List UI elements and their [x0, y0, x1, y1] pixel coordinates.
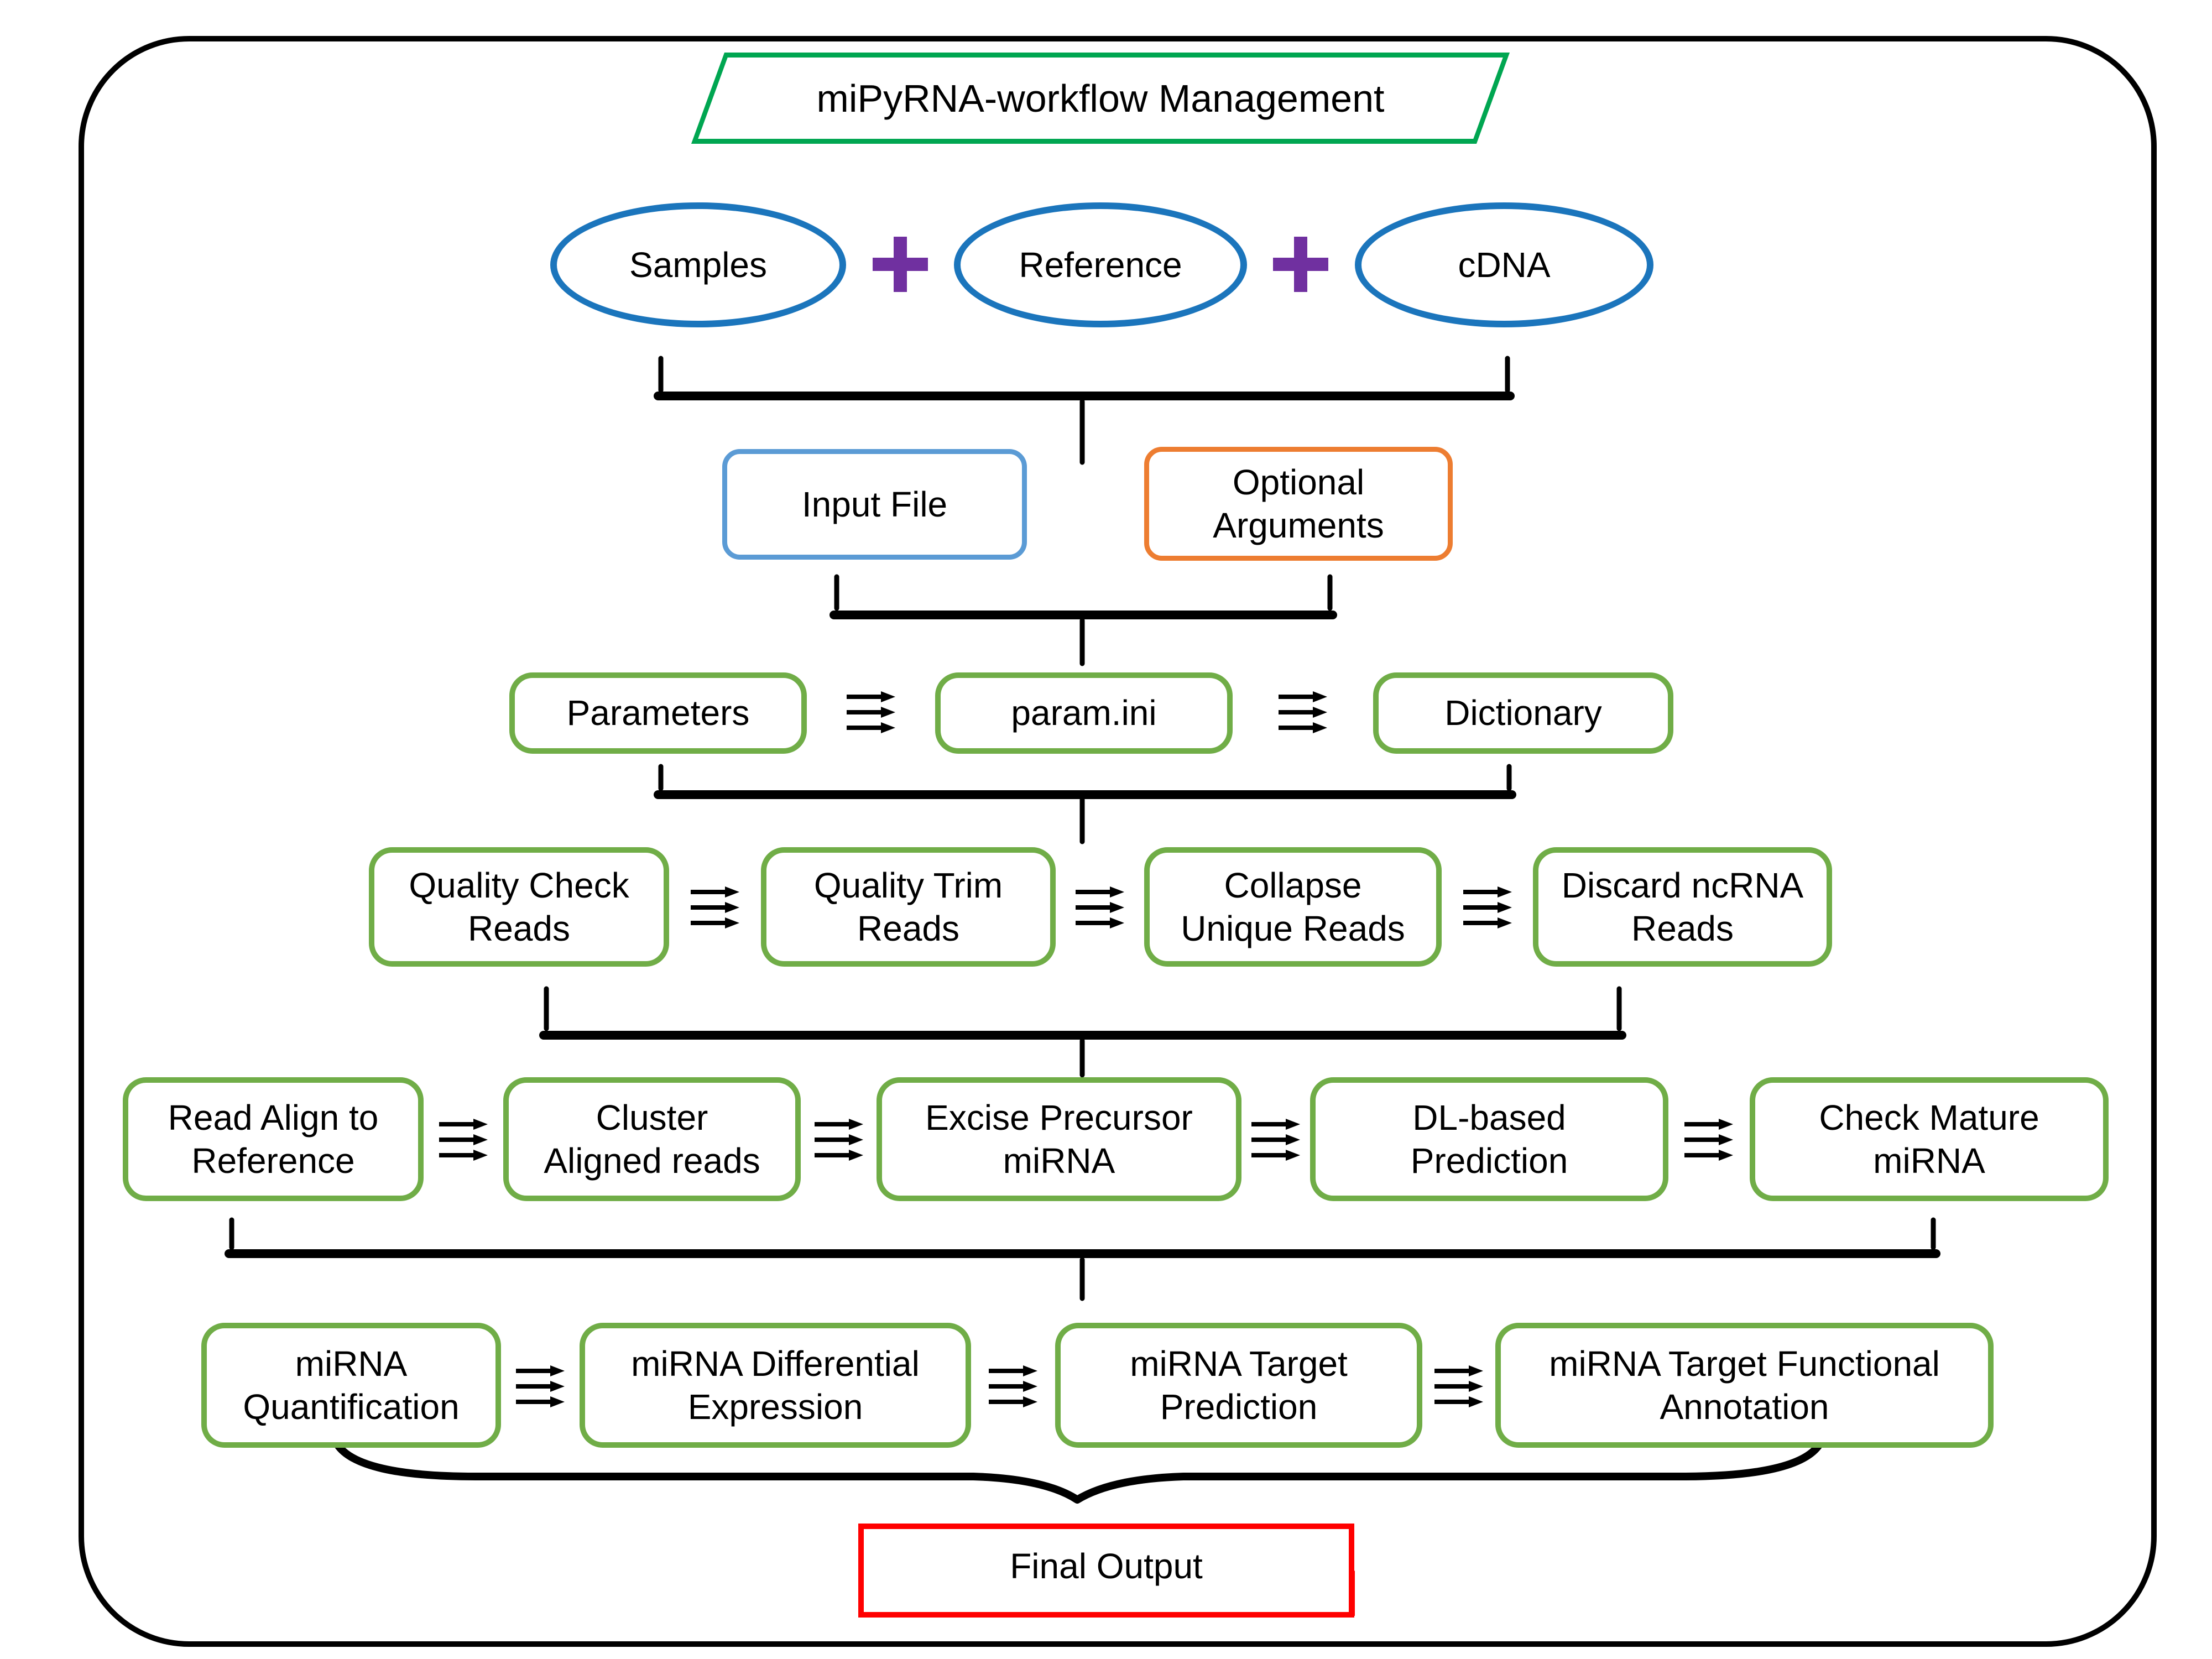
arrow-icon [516, 1365, 565, 1376]
arrow-icon [516, 1381, 565, 1392]
node-label: Discard ncRNA Reads [1561, 865, 1804, 948]
node-label: Input File [801, 484, 948, 524]
node-label: miRNA Target Prediction [1130, 1343, 1348, 1427]
arrow-icon [989, 1381, 1037, 1392]
triple-arrow-icon [516, 1365, 565, 1407]
arrow-icon [1251, 1134, 1300, 1145]
node-final-output: Final Output [858, 1524, 1354, 1618]
node-label: param.ini [1011, 693, 1157, 733]
triple-arrow-icon [439, 1119, 488, 1161]
arrow-icon [1684, 1150, 1733, 1161]
arrow-icon [439, 1134, 488, 1145]
arrow-icon [1463, 902, 1512, 913]
triple-arrow-icon [691, 886, 739, 928]
node-label: miRNA Target Functional Annotation [1549, 1343, 1940, 1427]
triple-arrow-icon [1076, 886, 1124, 928]
diagram-title: miPyRNA-workflow Management [816, 76, 1385, 120]
node-label: Parameters [566, 693, 750, 733]
arrow-icon [815, 1119, 863, 1130]
node-reference: Reference [954, 202, 1247, 327]
node-samples: Samples [550, 202, 846, 327]
outer-border [79, 36, 2157, 1647]
node-label: miRNA Quantification [243, 1343, 460, 1427]
arrow-icon [1279, 691, 1327, 702]
arrow-icon [989, 1396, 1037, 1407]
node-read-align: Read Align to Reference [123, 1077, 424, 1201]
arrow-icon [1251, 1150, 1300, 1161]
node-cdna: cDNA [1355, 202, 1653, 327]
node-label: Excise Precursor miRNA [925, 1097, 1193, 1181]
node-param-ini: param.ini [935, 672, 1233, 754]
node-label: Check Mature miRNA [1819, 1097, 2039, 1181]
node-label: Optional Arguments [1213, 462, 1384, 545]
arrow-icon [1279, 722, 1327, 733]
node-label: Final Output [1010, 1546, 1203, 1586]
arrow-icon [1434, 1365, 1483, 1376]
node-excise-precursor: Excise Precursor miRNA [877, 1077, 1241, 1201]
node-label: Quality Trim Reads [813, 865, 1003, 948]
arrow-icon [1076, 917, 1124, 928]
node-mirna-functional-annotation: miRNA Target Functional Annotation [1495, 1323, 1994, 1448]
arrow-icon [691, 917, 739, 928]
node-collapse-unique-reads: Collapse Unique Reads [1144, 847, 1442, 967]
arrow-icon [1076, 886, 1124, 898]
node-label: Dictionary [1444, 693, 1602, 733]
plus-icon [1273, 237, 1328, 292]
plus-horizontal-bar [1273, 258, 1328, 271]
node-input-file: Input File [722, 449, 1027, 560]
node-mirna-differential: miRNA Differential Expression [580, 1323, 971, 1448]
arrow-icon [1434, 1396, 1483, 1407]
arrow-icon [691, 886, 739, 898]
arrow-icon [1251, 1119, 1300, 1130]
node-quality-trim-reads: Quality Trim Reads [761, 847, 1056, 967]
node-optional-arguments: Optional Arguments [1144, 447, 1453, 561]
arrow-icon [1463, 886, 1512, 898]
node-cluster-aligned: Cluster Aligned reads [503, 1077, 801, 1201]
arrow-icon [1434, 1381, 1483, 1392]
node-label: Read Align to Reference [168, 1097, 379, 1181]
node-dictionary: Dictionary [1373, 672, 1673, 754]
node-label: Cluster Aligned reads [544, 1097, 760, 1181]
triple-arrow-icon [1684, 1119, 1733, 1161]
node-label: miRNA Differential Expression [631, 1343, 920, 1427]
plus-horizontal-bar [873, 258, 928, 271]
arrow-icon [516, 1396, 565, 1407]
arrow-icon [1684, 1134, 1733, 1145]
arrow-icon [439, 1150, 488, 1161]
triple-arrow-icon [1434, 1365, 1483, 1407]
arrow-icon [1684, 1119, 1733, 1130]
triple-arrow-icon [1463, 886, 1512, 928]
node-discard-ncrna-reads: Discard ncRNA Reads [1533, 847, 1832, 967]
triple-arrow-icon [847, 691, 895, 733]
arrow-icon [439, 1119, 488, 1130]
node-label: Quality Check Reads [409, 865, 629, 948]
node-mirna-quantification: miRNA Quantification [201, 1323, 501, 1448]
node-quality-check-reads: Quality Check Reads [369, 847, 669, 967]
triple-arrow-icon [1251, 1119, 1300, 1161]
triple-arrow-icon [1279, 691, 1327, 733]
arrow-icon [847, 707, 895, 718]
arrow-icon [1279, 707, 1327, 718]
arrow-icon [989, 1365, 1037, 1376]
node-label: DL-based Prediction [1410, 1097, 1568, 1181]
arrow-icon [1076, 902, 1124, 913]
triple-arrow-icon [989, 1365, 1037, 1407]
triple-arrow-icon [815, 1119, 863, 1161]
arrow-icon [815, 1134, 863, 1145]
arrow-icon [815, 1150, 863, 1161]
node-parameters: Parameters [509, 672, 807, 754]
arrow-icon [847, 722, 895, 733]
node-dl-prediction: DL-based Prediction [1310, 1077, 1668, 1201]
node-check-mature: Check Mature miRNA [1750, 1077, 2109, 1201]
arrow-icon [847, 691, 895, 702]
arrow-icon [1463, 917, 1512, 928]
node-mirna-target-prediction: miRNA Target Prediction [1055, 1323, 1422, 1448]
arrow-icon [691, 902, 739, 913]
plus-icon [873, 237, 928, 292]
node-label: Collapse Unique Reads [1181, 865, 1405, 948]
